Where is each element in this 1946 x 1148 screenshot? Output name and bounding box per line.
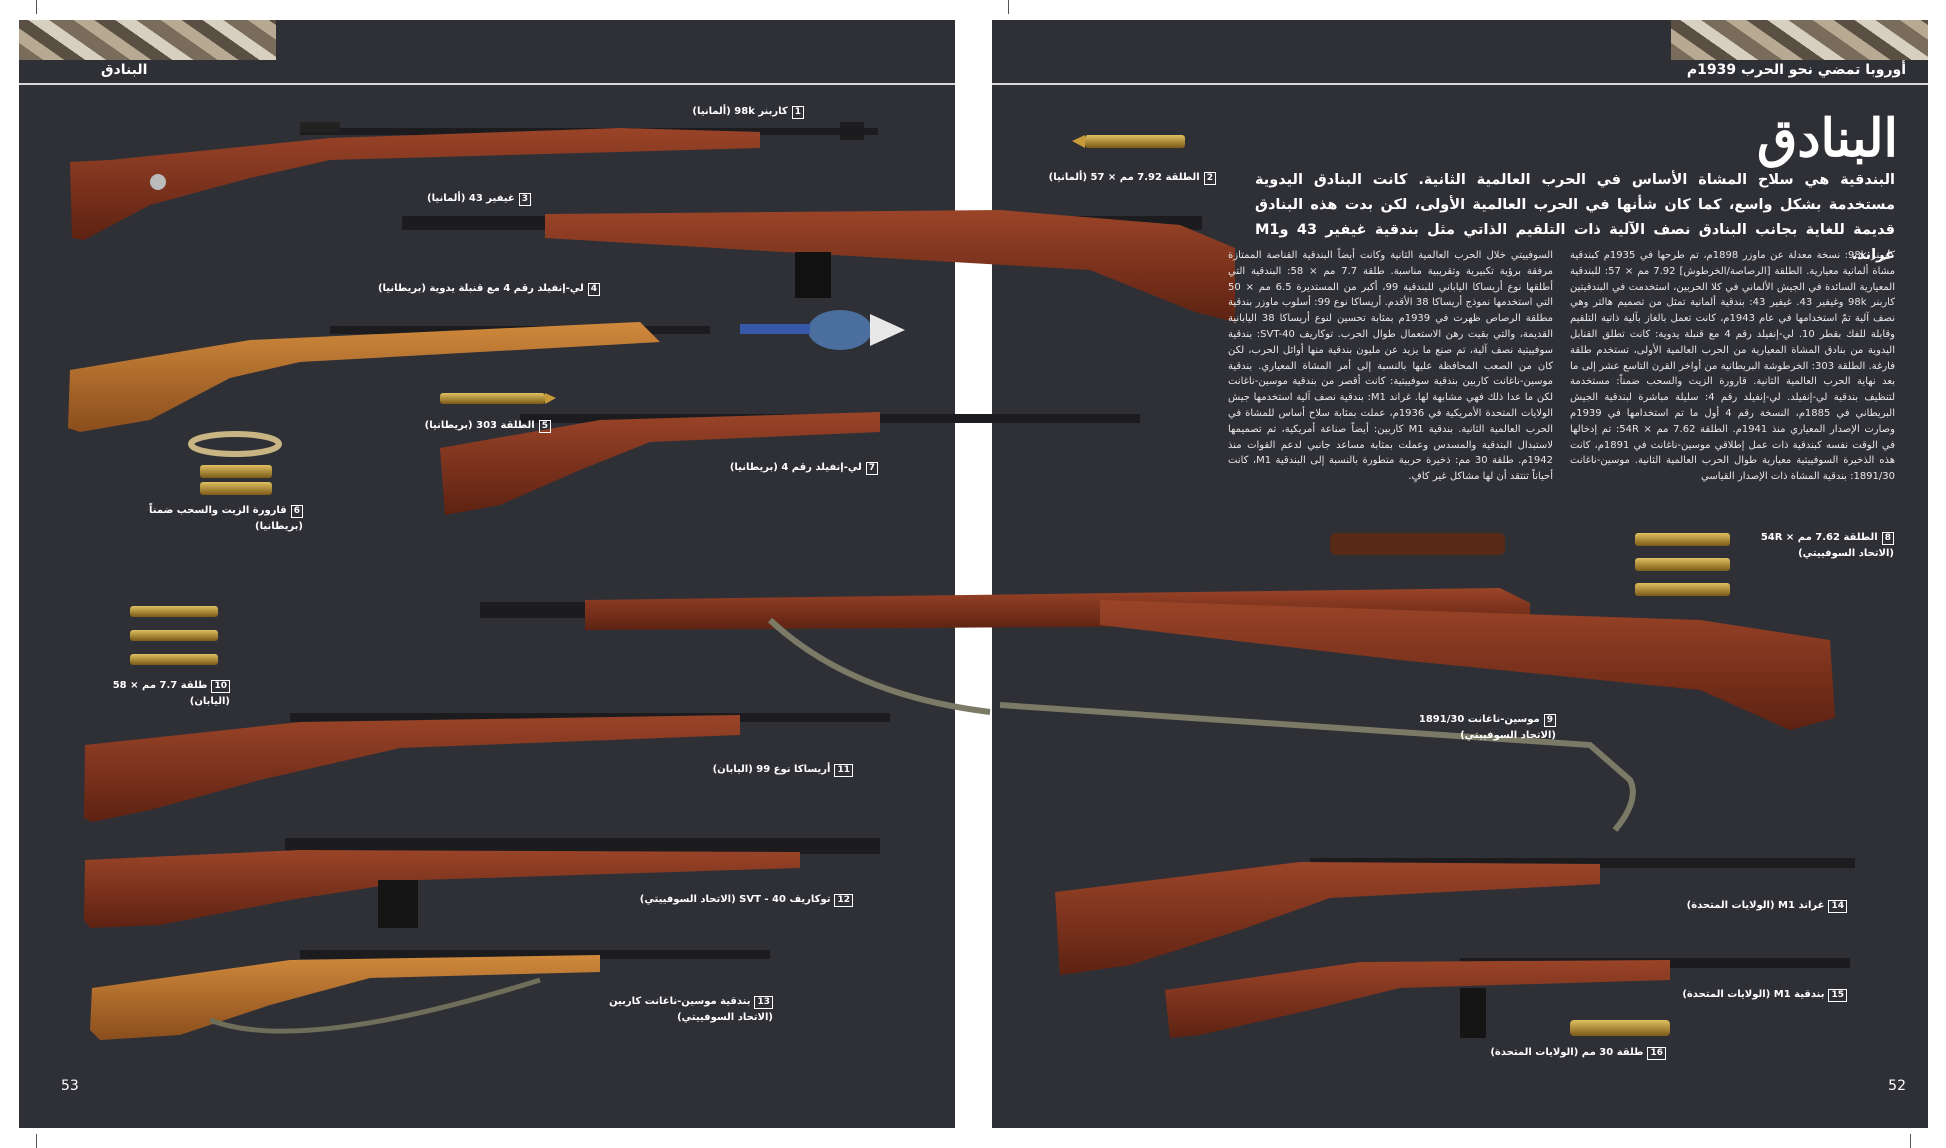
caption-number: 2 xyxy=(1203,172,1216,185)
caption-text: الطلقة 7.92 مم × 57 (ألمانيا) xyxy=(1048,172,1200,183)
caption-number: 6 xyxy=(290,505,303,518)
caption-16: 16طلقة 30 مم (الولايات المتحدة) xyxy=(1490,1045,1666,1061)
caption-sub: (الاتحاد السوفييتي) xyxy=(677,1012,773,1023)
caption-10: 10طلقة 7.7 مم × 58 (اليابان) xyxy=(113,678,230,710)
header-rule-left xyxy=(19,83,955,85)
caption-sub: (بريطانيا) xyxy=(255,521,303,532)
caption-number: 15 xyxy=(1828,989,1847,1002)
caption-5: 5الطلقة 303 (بريطانيا) xyxy=(425,418,551,434)
caption-number: 3 xyxy=(518,193,531,206)
crop-mark xyxy=(36,1134,37,1148)
caption-text: طلقة 7.7 مم × 58 xyxy=(112,680,208,691)
caption-3: 3غيفير 43 (ألمانيا) xyxy=(427,191,531,207)
caption-8: 8الطلقة 7.62 مم × 54R (الاتحاد السوفييتي) xyxy=(1761,530,1894,562)
caption-sub: (الاتحاد السوفييتي) xyxy=(1460,730,1556,741)
caption-sub: (الاتحاد السوفييتي) xyxy=(1798,548,1894,559)
cartridges-762x54r xyxy=(1635,533,1730,596)
caption-number: 14 xyxy=(1828,900,1847,913)
caption-text: الطلقة 7.62 مم × 54R xyxy=(1760,532,1878,543)
caption-text: لي-إنفيلد رقم 4 مع قنبلة يدوية (بريطانيا… xyxy=(377,283,584,294)
caption-number: 10 xyxy=(211,680,230,693)
cartridge-792 xyxy=(1072,135,1185,148)
page-left: البنادق 53 xyxy=(19,20,955,1128)
caption-6: 6قارورة الزيت والسحب ضمناً (بريطانيا) xyxy=(149,503,303,535)
caption-14: 14غراند M1 (الولايات المتحدة) xyxy=(1687,898,1847,914)
page-title: البنادق xyxy=(1756,108,1898,169)
camo-banner-right xyxy=(1671,20,1928,60)
caption-number: 7 xyxy=(865,462,878,475)
caption-12: 12توكاريف SVT - 40 (الاتحاد السوفييتي) xyxy=(640,892,853,908)
cartridge-30 xyxy=(1570,1020,1670,1036)
rifle-mosin-nagant-sniper xyxy=(480,533,1835,832)
caption-15: 15بندقية M1 (الولايات المتحدة) xyxy=(1682,987,1847,1003)
header-rule-right xyxy=(992,83,1928,85)
cartridge-303 xyxy=(440,393,556,404)
lead-paragraph: البندقية هي سلاح المشاة الأساس في الحرب … xyxy=(1255,172,1895,263)
caption-text: توكاريف SVT - 40 (الاتحاد السوفييتي) xyxy=(639,894,831,905)
caption-text: طلقة 30 مم (الولايات المتحدة) xyxy=(1490,1047,1644,1058)
caption-number: 16 xyxy=(1647,1047,1666,1060)
caption-text: غراند M1 (الولايات المتحدة) xyxy=(1686,900,1825,911)
body-column-right: كاربنر 98k: نسخة معدلة عن ماوزر 1898م، ت… xyxy=(1570,250,1895,483)
caption-text: كاربنر 98k (ألمانيا) xyxy=(692,106,788,117)
rifle-m1-garand xyxy=(1055,858,1855,975)
caption-sub: (اليابان) xyxy=(189,696,230,707)
caption-text: قارورة الزيت والسحب ضمناً xyxy=(149,505,287,516)
page-number-left: 53 xyxy=(61,1078,79,1094)
caption-text: غيفير 43 (ألمانيا) xyxy=(427,193,515,204)
rifle-arisaka-99 xyxy=(84,713,890,822)
running-header-right: أوروبا تمضي نحو الحرب 1939م xyxy=(1686,62,1906,78)
caption-number: 12 xyxy=(834,894,853,907)
caption-number: 4 xyxy=(587,283,600,296)
caption-number: 9 xyxy=(1543,714,1556,727)
caption-text: لي-إنفيلد رقم 4 (بريطانيا) xyxy=(729,462,862,473)
caption-1: 1كاربنر 98k (ألمانيا) xyxy=(692,104,804,120)
caption-7: 7لي-إنفيلد رقم 4 (بريطانيا) xyxy=(730,460,878,476)
caption-4: 4لي-إنفيلد رقم 4 مع قنبلة يدوية (بريطاني… xyxy=(378,281,600,297)
caption-number: 8 xyxy=(1881,532,1894,545)
rifle-lee-enfield-grenade xyxy=(68,310,905,432)
rifle-kar98k xyxy=(70,122,878,240)
rifle-lee-enfield-no4 xyxy=(440,412,1140,515)
caption-text: أريساكا نوع 99 (اليابان) xyxy=(712,764,831,775)
caption-text: بندقية M1 (الولايات المتحدة) xyxy=(1682,989,1825,1000)
rifle-gewehr43 xyxy=(402,210,1235,322)
caption-2: 2الطلقة 7.92 مم × 57 (ألمانيا) xyxy=(1049,170,1216,186)
camo-banner-left xyxy=(19,20,276,60)
caption-text: موسين-ناغانت 1891/30 xyxy=(1418,714,1540,725)
caption-9: 9موسين-ناغانت 1891/30 (الاتحاد السوفييتي) xyxy=(1419,712,1556,744)
running-header-left: البنادق xyxy=(101,62,148,78)
caption-number: 1 xyxy=(791,106,804,119)
oil-bottle-pullthrough xyxy=(188,431,282,495)
page-number-right: 52 xyxy=(1888,1078,1906,1094)
caption-text: الطلقة 303 (بريطانيا) xyxy=(424,420,535,431)
crop-mark xyxy=(1008,0,1009,14)
caption-number: 13 xyxy=(754,996,773,1009)
crop-mark xyxy=(1910,1134,1911,1148)
caption-number: 11 xyxy=(834,764,853,777)
body-column-left: السوفييتي خلال الحرب العالمية الثانية وك… xyxy=(1228,250,1554,483)
cartridges-77x58 xyxy=(130,606,218,665)
caption-text: بندقية موسين-ناغانت كاربين xyxy=(609,996,751,1007)
rifle-mosin-carbine xyxy=(90,950,770,1040)
caption-number: 5 xyxy=(538,420,551,433)
caption-13: 13بندقية موسين-ناغانت كاربين (الاتحاد الس… xyxy=(609,994,773,1026)
caption-11: 11أريساكا نوع 99 (اليابان) xyxy=(713,762,853,778)
rifle-m1-carbine xyxy=(1165,958,1850,1038)
rifle-tokarev-svt40 xyxy=(84,838,880,928)
crop-mark xyxy=(36,0,37,14)
